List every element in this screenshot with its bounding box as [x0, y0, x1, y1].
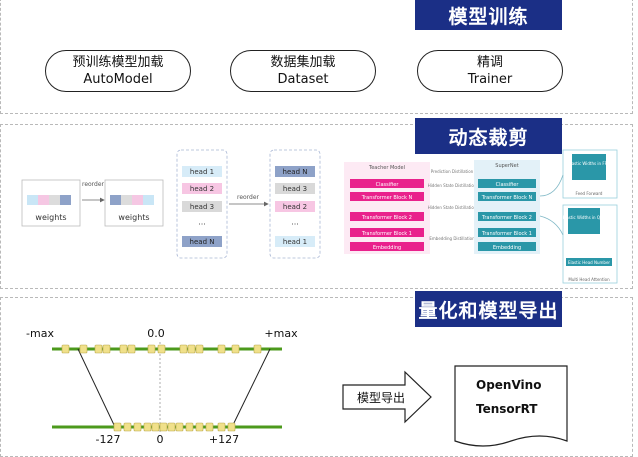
connector-line	[539, 174, 564, 197]
top-axis-zero: 0.0	[147, 327, 165, 340]
distill-label: Embedding Distillation	[429, 236, 475, 241]
training-title: 模型训练	[415, 0, 562, 30]
weights-label: weights	[118, 213, 149, 222]
side-caption: Multi Head Attention	[568, 277, 610, 282]
distill-label: Hidden State Distillation	[428, 183, 477, 188]
head-cell	[275, 201, 315, 212]
weights-label: weights	[35, 213, 66, 222]
pill-zh: 精调	[476, 55, 503, 70]
top-axis-max: +max	[264, 327, 298, 340]
export-title: 量化和模型导出	[415, 291, 562, 327]
teacher-block-label: Transformer Block 1	[361, 231, 412, 237]
bottom-markers	[113, 422, 236, 432]
pill-en: AutoModel	[83, 72, 153, 87]
teacher-block	[350, 212, 424, 221]
top-markers	[61, 344, 262, 354]
supernet-title: SuperNet	[495, 163, 518, 169]
side-box-label: Elastic Head Number	[568, 260, 610, 265]
teacher-block	[350, 228, 424, 237]
bottom-axis-min: -127	[96, 433, 121, 446]
weight-cell	[49, 195, 60, 205]
head-number-block	[566, 258, 612, 266]
head-label: head N	[190, 238, 215, 246]
weight-cell	[38, 195, 49, 205]
mapping-line-left	[77, 348, 116, 428]
supernet-block-label: Transformer Block N	[481, 195, 533, 201]
teacher-block	[350, 192, 424, 201]
head-cell	[275, 236, 315, 247]
bottom-axis-max: +127	[209, 433, 239, 446]
teacher-title: Teacher Model	[368, 165, 405, 171]
supernet-block	[478, 242, 536, 251]
head-label: head 1	[190, 168, 214, 176]
export-arrow-label: 模型导出	[357, 391, 405, 405]
side-box-label: Elastic Widths in FFN	[568, 161, 610, 166]
ffn-side-block	[572, 154, 606, 180]
target-tensorrt: TensorRT	[476, 402, 538, 416]
supernet-block-label: Embedding	[493, 245, 521, 251]
trainer-pill: 精调 Trainer	[417, 50, 563, 92]
qkv-side-block	[568, 208, 600, 234]
teacher-block-label: Embedding	[373, 245, 401, 251]
export-targets-doc	[454, 365, 568, 447]
bottom-axis-zero: 0	[157, 433, 164, 446]
weight-cell	[60, 195, 71, 205]
pill-en: Trainer	[467, 72, 513, 87]
weight-cell	[27, 195, 38, 205]
dataset-pill: 数据集加载 Dataset	[230, 50, 376, 92]
head-cell	[182, 166, 222, 177]
head-cell	[275, 166, 315, 177]
pruning-panel	[0, 124, 633, 289]
pill-zh: 数据集加载	[270, 55, 336, 70]
supernet-block	[478, 192, 536, 201]
head-label: head 2	[283, 203, 307, 211]
weight-cell	[132, 195, 143, 205]
pill-zh: 预训练模型加载	[72, 55, 164, 70]
distill-label: Hidden State Distillation	[428, 205, 477, 210]
head-cell	[275, 183, 315, 194]
supernet-block	[478, 228, 536, 237]
supernet-block-label: Transformer Block 1	[481, 231, 532, 237]
head-label: head 1	[283, 238, 307, 246]
head-cell	[182, 183, 222, 194]
head-label: head 3	[190, 203, 214, 211]
weight-cell	[121, 195, 132, 205]
pruning-title: 动态裁剪	[415, 118, 562, 154]
reorder-label: reorder	[82, 181, 105, 188]
weight-cell	[110, 195, 121, 205]
head-label: head 2	[190, 185, 214, 193]
head-ellipsis: ···	[198, 220, 206, 229]
weight-cell	[143, 195, 154, 205]
teacher-block-label: Classifier	[376, 182, 400, 188]
mapping-line-right	[231, 348, 271, 428]
side-box-label: Elastic Widths in QKV	[563, 215, 606, 220]
supernet-block-label: Transformer Block 2	[481, 215, 532, 221]
automodel-pill: 预训练模型加载 AutoModel	[45, 50, 191, 92]
head-label: head N	[283, 168, 308, 176]
head-cell	[182, 236, 222, 247]
reorder-label: reorder	[237, 194, 260, 201]
target-openvino: OpenVino	[476, 378, 541, 392]
teacher-block-label: Transformer Block 2	[361, 215, 412, 221]
supernet-block	[478, 179, 536, 188]
training-panel	[0, 0, 633, 114]
teacher-block	[350, 179, 424, 188]
pill-en: Dataset	[277, 72, 329, 87]
supernet-block-label: Classifier	[496, 182, 520, 188]
teacher-model-box	[344, 162, 430, 254]
teacher-block-label: Transformer Block N	[361, 195, 413, 201]
teacher-block	[350, 242, 424, 251]
connector-line	[539, 215, 564, 236]
supernet-box	[474, 160, 540, 254]
side-caption: Feed Forward	[576, 191, 603, 196]
head-label: head 3	[283, 185, 307, 193]
distill-label: Prediction Distillation	[431, 169, 474, 174]
head-cell	[182, 201, 222, 212]
supernet-block	[478, 212, 536, 221]
head-ellipsis: ···	[291, 220, 299, 229]
top-axis-min: -max	[26, 327, 54, 340]
export-arrow	[342, 370, 432, 424]
